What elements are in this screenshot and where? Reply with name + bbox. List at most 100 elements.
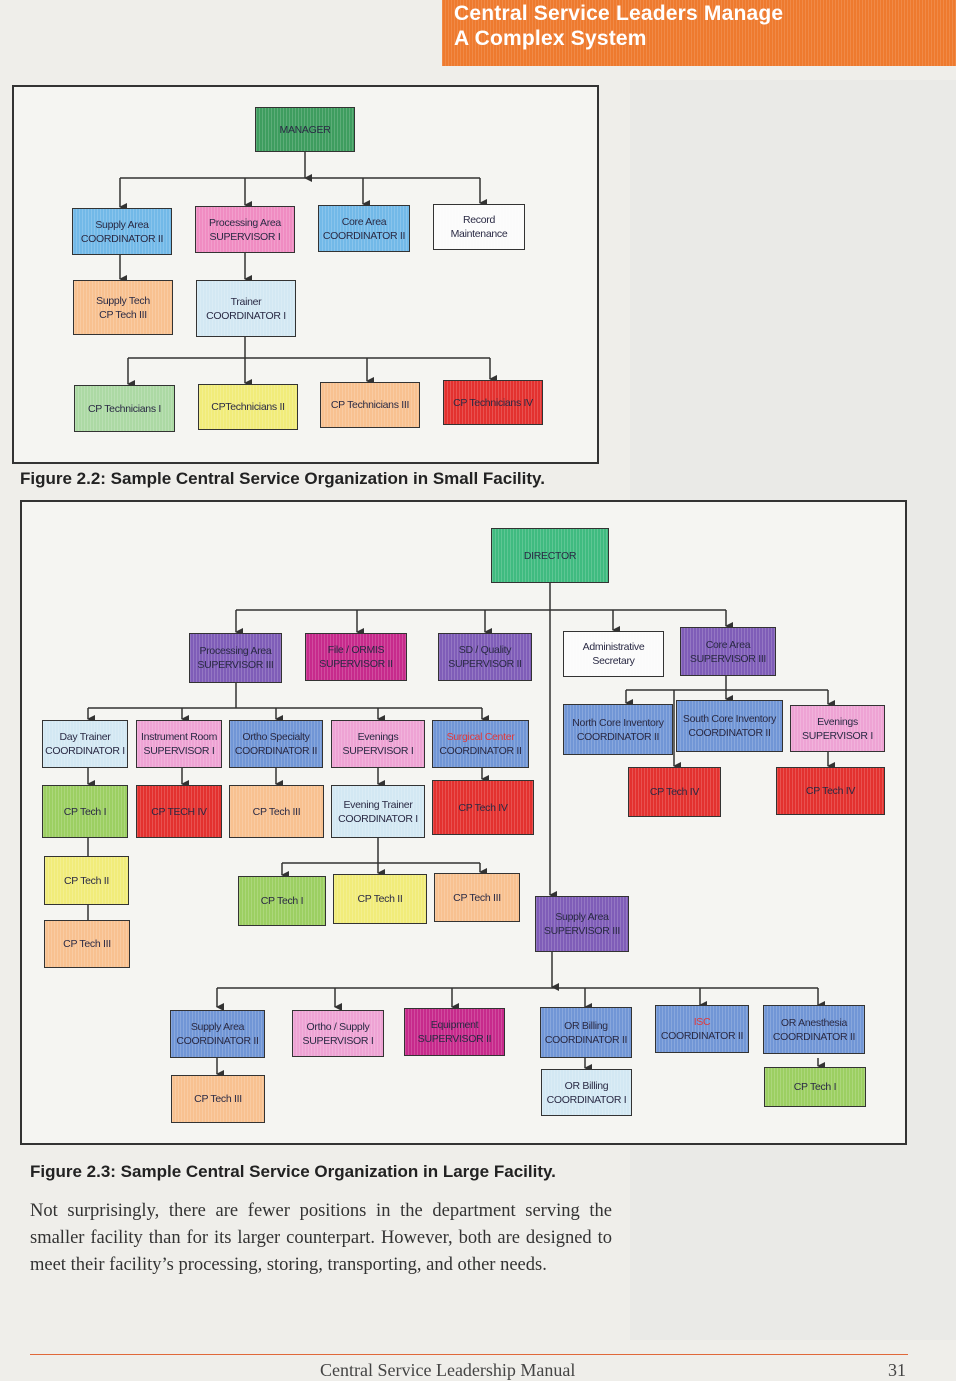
box-role: SUPERVISOR II	[417, 1033, 492, 1045]
box-title: South Core Inventory	[682, 713, 777, 725]
box-title: Evenings	[357, 731, 399, 743]
box-role: CP Tech III	[99, 308, 147, 321]
org-box-surgical-cp-tech-4: CP Tech IV	[432, 780, 534, 835]
org-box-anesthesia-cp-tech-1: CP Tech I	[764, 1067, 866, 1107]
box-title: SD / Quality	[458, 644, 512, 656]
box-title: Core Area	[705, 638, 751, 651]
box-title: CP Technicians III	[330, 399, 410, 411]
org-box-cp-tech-1: CP Tech I	[42, 785, 128, 838]
box-title: CP Tech III	[252, 805, 301, 818]
box-role: COORDINATOR I	[45, 745, 125, 757]
box-role: SUPERVISOR I	[802, 729, 873, 742]
box-title: Trainer	[230, 295, 262, 308]
org-box-evening-cp-tech-2: CP Tech II	[333, 874, 427, 924]
box-role: COORDINATOR I	[338, 812, 418, 825]
box-role: SUPERVISOR II	[448, 658, 522, 670]
org-box-cp-tech-3: CP Tech III	[229, 785, 324, 838]
box-title: CPTechnicians II	[211, 401, 285, 413]
box-role: COORDINATOR II	[576, 730, 660, 743]
org-box-file-ormis: File / ORMIS SUPERVISOR II	[305, 633, 407, 681]
box-title: CP Tech I	[63, 805, 107, 818]
box-title: Day Trainer	[59, 731, 111, 743]
box-title: CP Tech III	[453, 891, 501, 904]
box-title: CP Tech II	[63, 874, 110, 887]
figure-2-2-caption: Figure 2.2: Sample Central Service Organ…	[20, 469, 545, 488]
box-title: CP Tech IV	[458, 801, 508, 814]
box-title: North Core Inventory	[572, 716, 664, 729]
box-role: COORDINATOR II	[544, 1033, 628, 1046]
box-title: CP TECH IV	[151, 805, 207, 818]
box-role: SUPERVISOR I	[143, 745, 215, 757]
org-box-manager: MANAGER	[255, 107, 355, 152]
box-role: Secretary	[592, 655, 635, 667]
org-box-cp-tech-3b: CP Tech III	[44, 920, 130, 968]
box-title: Equipment	[430, 1019, 479, 1031]
box-role: Maintenance	[450, 228, 508, 240]
org-box-director: DIRECTOR	[491, 528, 609, 583]
box-title: Ortho / Supply	[306, 1020, 370, 1033]
box-title: Supply Area	[555, 911, 609, 923]
box-title: Supply Area	[95, 218, 149, 231]
box-title: DIRECTOR	[523, 549, 577, 562]
box-title: Evenings	[817, 715, 858, 728]
box-title: CP Tech II	[357, 893, 403, 905]
box-title: Evening Trainer	[343, 798, 413, 811]
box-role: SUPERVISOR I	[209, 230, 281, 243]
org-box-evening-cp-tech-3: CP Tech III	[434, 873, 520, 922]
org-box-cp-tech-4: CP TECH IV	[136, 785, 222, 838]
box-role: SUPERVISOR II	[319, 658, 393, 670]
box-title: OR Billing	[564, 1019, 608, 1032]
box-title: File / ORMIS	[327, 644, 385, 656]
box-role: COORDINATOR II	[176, 1035, 259, 1047]
box-title: CP Tech I	[793, 1081, 837, 1093]
box-role: COORDINATOR II	[234, 745, 318, 757]
box-title: CP Technicians I	[87, 402, 162, 415]
box-title: CP Tech I	[260, 895, 304, 907]
box-role: SUPERVISOR III	[689, 652, 767, 665]
figure-2-3-caption: Figure 2.3: Sample Central Service Organ…	[30, 1162, 556, 1181]
box-role: COORDINATOR II	[322, 229, 406, 242]
box-role: SUPERVISOR I	[342, 745, 414, 757]
org-box-core-cp-tech-4: CP Tech IV	[628, 767, 721, 817]
section-banner: Central Service Leaders Manage A Complex…	[442, 0, 956, 66]
org-box-cp-technicians-3: CP Technicians III	[320, 382, 420, 428]
org-box-cp-technicians-2: CPTechnicians II	[198, 384, 298, 430]
box-title: CP Tech III	[63, 938, 111, 950]
box-role: COORDINATOR II	[688, 727, 771, 739]
box-title: CP Tech IV	[805, 785, 856, 797]
body-paragraph: Not surprisingly, there are fewer positi…	[30, 1201, 612, 1275]
box-role: COORDINATOR I	[206, 309, 286, 322]
box-title: Processing Area	[199, 645, 272, 657]
org-box-evening-cp-tech-1: CP Tech I	[238, 876, 326, 926]
box-role: COORDINATOR II	[80, 232, 164, 245]
org-box-supply-cp-tech-3: CP Tech III	[171, 1075, 265, 1123]
box-role: SUPERVISOR III	[197, 659, 274, 671]
box-title: OR Anesthesia	[780, 1016, 848, 1029]
box-title: Supply Area	[190, 1021, 245, 1033]
org-box-cp-tech-2: CP Tech II	[44, 856, 129, 905]
org-box-evenings-cp-tech-4: CP Tech IV	[776, 767, 885, 815]
box-title: ISC	[693, 1016, 711, 1028]
